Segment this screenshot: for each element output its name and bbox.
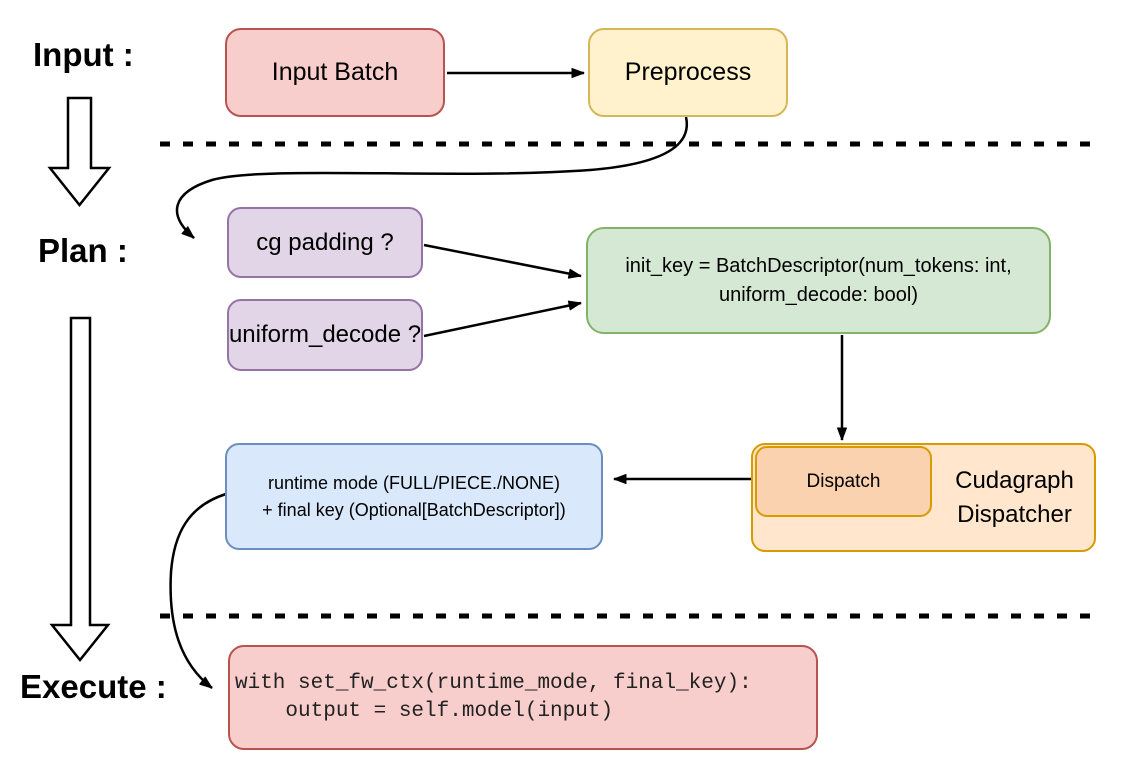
- node-runtime-mode-line2: + final key (Optional[BatchDescriptor]): [262, 499, 566, 520]
- connector-runtimemode-to-execute: [169, 492, 227, 689]
- node-input-batch-label: Input Batch: [271, 57, 399, 86]
- stage-label-execute: Execute :: [20, 668, 167, 705]
- node-preprocess: Preprocess: [588, 28, 788, 117]
- node-uniform-decode-label: uniform_decode ?: [228, 321, 422, 348]
- node-cudagraph-dispatcher-label: Cudagraph Dispatcher: [933, 443, 1096, 552]
- node-dispatch: Dispatch: [755, 446, 932, 517]
- node-cg-padding-label: cg padding ?: [256, 228, 394, 256]
- node-dispatch-label: Dispatch: [806, 470, 881, 492]
- node-init-key-line2: uniform_decode: bool): [718, 283, 918, 306]
- stage-label-plan: Plan :: [38, 232, 128, 269]
- cudagraph-label-line2: Dispatcher: [957, 500, 1072, 528]
- node-input-batch: Input Batch: [225, 28, 445, 117]
- execute-code-line2: output = self.model(input): [235, 699, 614, 723]
- connector-uniformdecode-to-initkey: [423, 300, 582, 338]
- node-execute-code: with set_fw_ctx(runtime_mode, final_key)…: [228, 645, 818, 750]
- stage-flow-arrow-plan-to-execute-icon: [49, 316, 111, 663]
- node-runtime-mode: runtime mode (FULL/PIECE./NONE) + final …: [225, 443, 603, 550]
- node-cg-padding: cg padding ?: [227, 207, 423, 278]
- connector-preprocess-to-plan: [175, 116, 689, 239]
- node-preprocess-label: Preprocess: [624, 57, 752, 86]
- node-init-key-line1: init_key = BatchDescriptor(num_tokens: i…: [625, 254, 1012, 277]
- stage-label-input: Input :: [33, 36, 134, 73]
- cudagraph-label-line1: Cudagraph: [955, 466, 1074, 494]
- node-init-key: init_key = BatchDescriptor(num_tokens: i…: [586, 227, 1051, 334]
- execute-code-line1: with set_fw_ctx(runtime_mode, final_key)…: [235, 671, 752, 695]
- node-runtime-mode-line1: runtime mode (FULL/PIECE./NONE): [267, 472, 561, 493]
- connector-cgpadding-to-initkey: [423, 243, 582, 279]
- node-uniform-decode: uniform_decode ?: [227, 299, 423, 371]
- stage-flow-arrow-input-to-plan-icon: [47, 96, 112, 208]
